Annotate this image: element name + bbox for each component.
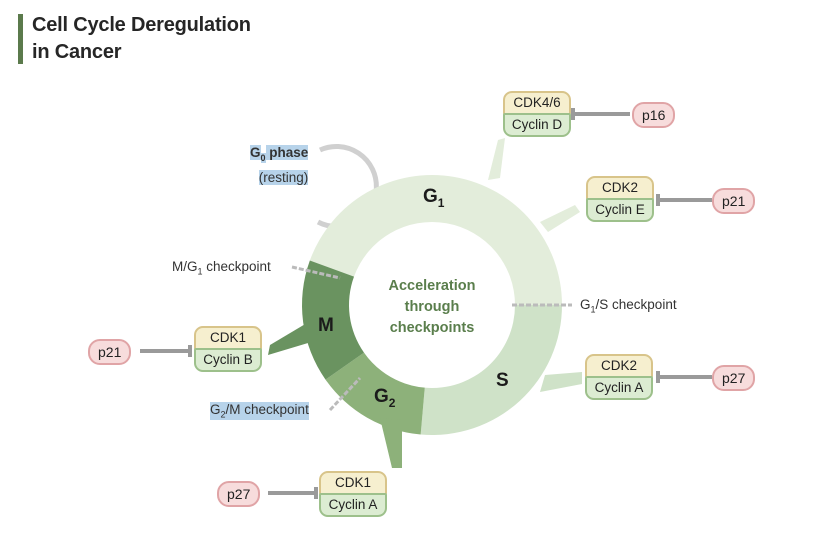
cyclin-label: Cyclin E — [586, 198, 654, 222]
center-label-line-1: Acceleration — [388, 278, 476, 294]
phase-s-label: S — [496, 370, 509, 392]
cyclin-label: Cyclin A — [585, 376, 653, 400]
inhibitor-p21: p21 — [712, 188, 756, 214]
stem-g1-cyclin-d — [488, 138, 505, 180]
mg1-checkpoint-line — [291, 265, 341, 280]
stem-m-cyclin-b — [268, 320, 318, 355]
ring-segment-s — [420, 305, 562, 436]
g0-main: G — [250, 145, 261, 160]
g0-rest: phase — [265, 145, 309, 160]
ring-segment-m — [301, 260, 365, 380]
ring-segment-g2 — [325, 352, 425, 435]
phase-s-main: S — [496, 370, 509, 391]
g2m-post: /M checkpoint — [225, 402, 309, 417]
g2m-checkpoint-line — [328, 376, 362, 412]
mg1-pre: M/G — [172, 259, 198, 274]
g0-sub: 0 — [260, 152, 266, 163]
g1s-pre: G — [580, 297, 591, 312]
cdk-label: CDK2 — [586, 176, 654, 200]
inhibitor-p16: p16 — [632, 102, 676, 128]
g1s-sub: 1 — [590, 304, 596, 315]
phase-g2-label: G2 — [374, 386, 395, 410]
cyclin-label: Cyclin D — [503, 113, 571, 137]
g0-title: G0 phase — [250, 143, 309, 168]
stem-s-cyclin-a — [540, 372, 582, 392]
cdk-label: CDK1 — [319, 471, 387, 495]
g1s-post: /S checkpoint — [595, 297, 677, 312]
cdk-label: CDK4/6 — [503, 91, 571, 115]
phase-g1-label: G1 — [423, 186, 444, 210]
phase-g2-sub: 2 — [388, 395, 396, 410]
g1s-checkpoint-label: G1/S checkpoint — [580, 297, 677, 315]
g0-note: (resting) — [258, 169, 309, 185]
stem-g1-cyclin-e — [540, 205, 580, 232]
g0-phase-label: G0 phase (resting) — [250, 143, 309, 187]
phase-m-main: M — [318, 315, 334, 336]
complex-cdk2-cyclin-e: CDK2 Cyclin E — [586, 176, 654, 222]
g2m-checkpoint-label: G2/M checkpoint — [210, 402, 309, 420]
complex-cdk46-cyclin-d: CDK4/6 Cyclin D — [503, 91, 571, 137]
g2m-sub: 2 — [220, 409, 226, 420]
complex-cdk2-cyclin-a: CDK2 Cyclin A — [585, 354, 653, 400]
inhibitor-p27: p27 — [217, 481, 261, 507]
complex-cdk1-cyclin-a: CDK1 Cyclin A — [319, 471, 387, 517]
g2m-pre: G — [210, 402, 221, 417]
cdk-label: CDK2 — [585, 354, 653, 378]
title-line-2: in Cancer — [32, 41, 122, 63]
inhibitor-p27: p27 — [712, 365, 756, 391]
inhibitor-p21: p21 — [88, 339, 132, 365]
phase-m-label: M — [318, 315, 334, 337]
center-label: Acceleration through checkpoints — [372, 276, 492, 339]
title-accent-bar — [18, 14, 23, 64]
phase-g1-main: G — [423, 186, 438, 207]
center-label-line-3: checkpoints — [389, 320, 475, 336]
mg1-checkpoint-label: M/G1 checkpoint — [172, 259, 271, 277]
page-title: Cell Cycle Deregulation in Cancer — [32, 12, 251, 66]
title-line-1: Cell Cycle Deregulation — [32, 14, 251, 36]
complex-cdk1-cyclin-b: CDK1 Cyclin B — [194, 326, 262, 372]
center-label-line-2: through — [404, 299, 460, 315]
cyclin-label: Cyclin B — [194, 348, 262, 372]
mg1-post: checkpoint — [202, 259, 271, 274]
phase-g2-main: G — [374, 386, 389, 407]
phase-g1-sub: 1 — [437, 195, 445, 210]
cdk-label: CDK1 — [194, 326, 262, 350]
mg1-sub: 1 — [197, 266, 203, 277]
stem-g2-cyclin-a — [380, 418, 402, 468]
cell-cycle-ring — [301, 175, 562, 436]
ring-segment-g1 — [309, 175, 562, 305]
cyclin-label: Cyclin A — [319, 493, 387, 517]
